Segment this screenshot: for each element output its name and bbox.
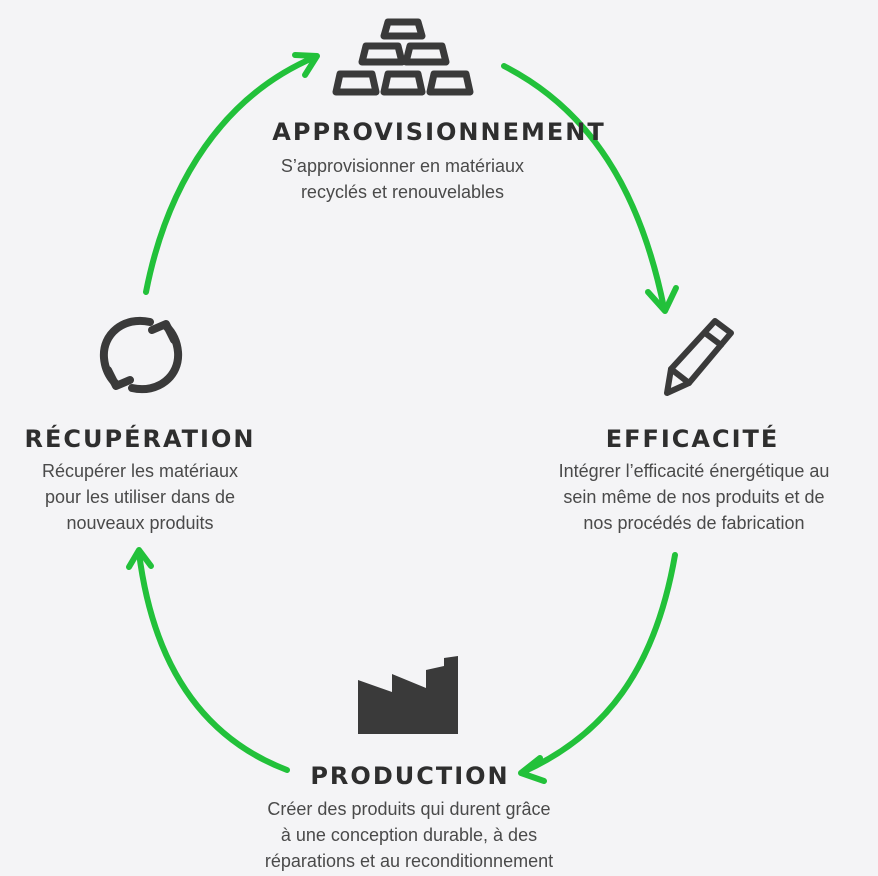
stage-desc-line: Récupérer les matériaux	[41, 461, 239, 481]
recycle-arrows-icon	[99, 316, 183, 394]
stage-desc-line: à une conception durable, à des	[280, 825, 538, 845]
arrow-production-to-recovery	[136, 550, 290, 773]
arrow-head-recovery	[126, 547, 154, 570]
arrow-recovery-to-sourcing	[143, 54, 318, 295]
stage-title-production: PRODUCTION	[310, 762, 510, 790]
stage-desc-line: nos procédés de fabrication	[583, 513, 805, 533]
stage-desc-line: recyclés et renouvelables	[300, 182, 505, 202]
arrow-efficiency-to-production	[520, 552, 678, 775]
stage-desc-line: réparations et au reconditionnement	[264, 851, 554, 871]
stage-desc-recovery: Récupérer les matériaux pour les utilise…	[14, 458, 266, 536]
arrow-head-sourcing	[292, 52, 320, 78]
factory-icon	[358, 656, 458, 734]
stage-desc-line: sein même de nos produits et de	[563, 487, 825, 507]
stage-desc-line: Créer des produits qui durent grâce	[267, 799, 551, 819]
stage-desc-line: S’approvisionner en matériaux	[280, 156, 525, 176]
arrow-sourcing-to-efficiency	[501, 63, 667, 311]
stage-desc-line: pour les utiliser dans de	[44, 487, 236, 507]
gold-bars-icon	[332, 18, 474, 96]
arrow-head-efficiency	[645, 285, 679, 314]
arrow-head-production	[518, 755, 547, 784]
stage-title-efficiency: EFFICACITÉ	[605, 425, 780, 453]
stage-desc-line: Intégrer l’efficacité énergétique au	[558, 461, 830, 481]
stage-desc-line: nouveaux produits	[66, 513, 214, 533]
stage-desc-sourcing: S’approvisionner en matériaux recyclés e…	[250, 153, 555, 205]
pencil-icon	[664, 318, 734, 396]
stage-desc-production: Créer des produits qui durent grâce à un…	[226, 796, 592, 874]
stage-desc-efficiency: Intégrer l’efficacité énergétique au sei…	[524, 458, 864, 536]
stage-title-sourcing: APPROVISIONNEMENT	[272, 118, 606, 146]
stage-title-recovery: RÉCUPÉRATION	[24, 425, 256, 453]
